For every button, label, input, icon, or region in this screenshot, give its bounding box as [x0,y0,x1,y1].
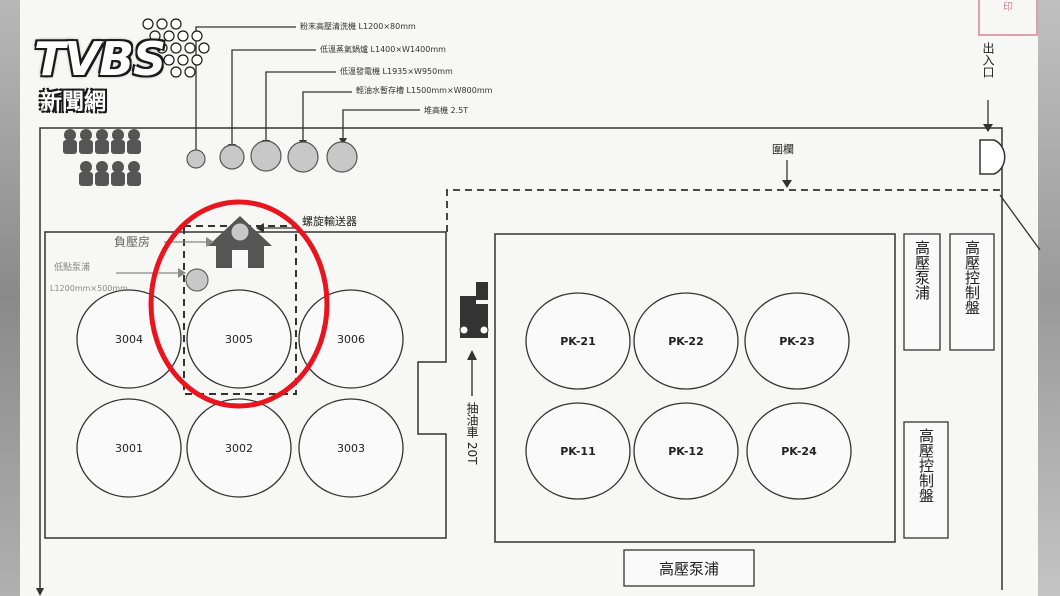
tank [76,289,182,389]
tank-label: 3001 [115,442,143,455]
equipment-unit [186,149,206,169]
equipment-label: 低溫蒸氣鍋爐 L1400×W1400mm [320,44,446,54]
worker-icon [111,129,125,154]
house-icon [208,216,272,268]
pump-dims-label: L1200mm×500mm [50,284,128,293]
worker-figures [63,129,141,186]
entrance-door [979,139,1006,175]
equipment-label: 堆高機 2.5T [424,105,468,115]
left-tank-area [44,231,447,539]
fence-label: 圍欄 [772,142,794,156]
arrow-down-icon [782,180,792,188]
tank [633,402,739,500]
tank-label: PK-24 [781,445,817,458]
worker-icon [79,161,93,186]
tank-label: PK-12 [668,445,704,458]
right-tanks [525,292,852,500]
tank-label: 3004 [115,333,143,346]
tank [525,402,631,500]
equipment-label: 低溫發電機 L1935×W950mm [340,66,453,76]
tank-label: 3002 [225,442,253,455]
stamp: 印 [978,0,1038,36]
tank-label: PK-11 [560,445,596,458]
tank-label: PK-23 [779,335,815,348]
hp-cabinet-label: 高壓控制盤 [963,240,981,315]
logo-sub-text: 新聞網 [40,90,107,115]
tank-label: 3006 [337,333,365,346]
arrow-icon [36,588,44,596]
worker-icon [111,161,125,186]
equipment-unit [287,141,319,173]
highlight-circle [148,199,330,409]
tanker-truck-icon [459,282,489,338]
worker-icon [95,161,109,186]
low-point-pump-label: 低點泵浦 [54,261,90,273]
worker-icon [79,129,93,154]
tank [633,292,739,390]
equipment-unit [326,141,358,173]
tank [76,398,182,498]
worker-icon [63,129,77,154]
negative-pressure-room-outline [183,225,297,395]
tanker-label: 抽油車 20T [465,402,479,466]
equipment-unit [219,144,245,170]
building-outline [39,127,1003,590]
worker-icon [127,161,141,186]
fence-line [446,189,1000,232]
worker-icon [127,129,141,154]
tank [744,292,850,390]
tank-label: PK-22 [668,335,704,348]
screw-conveyor-label: 螺旋輸送器 [302,214,357,228]
equipment-unit [250,140,282,172]
equipment-label: 粉末高壓清洗機 L1200×80mm [300,21,416,31]
tank [746,402,852,500]
negative-pressure-room-label: 負壓房 [114,234,150,249]
arrow-left-icon [256,223,264,233]
arrow-right-icon [206,237,214,247]
tank [298,398,404,498]
tank-label: PK-21 [560,335,596,348]
hp-cabinet-label-2: 高壓控制盤 [917,428,935,503]
tank [525,292,631,390]
worker-icon [95,129,109,154]
arrow-down-icon [983,124,993,132]
tvbs-logo: TVBS 新聞網 [28,14,218,115]
right-border [1038,0,1060,596]
hp-pump-label: 高壓泵浦 [913,240,931,301]
hp-pump-bottom-box [623,549,755,587]
equipment-labels: 粉末高壓清洗機 L1200×80mm 低溫蒸氣鍋爐 L1400×W1400mm … [300,21,493,115]
tank-label: 3003 [337,442,365,455]
hp-pump-bottom-label: 高壓泵浦 [659,560,719,578]
entrance-label: 出入口 [981,42,995,78]
tank [186,398,292,498]
hp-cabinet-box-2 [903,421,949,539]
low-point-pump [185,268,209,292]
dot-pattern-icon [142,18,210,78]
floor-plan-paper [20,0,1038,596]
equipment-label: 輕油水暫存槽 L1500mm×W800mm [356,85,493,95]
arrow-up-icon [467,350,477,360]
hp-pump-box [903,233,941,351]
equipment-units [186,140,358,173]
right-tank-area [494,233,896,543]
tank [186,289,292,389]
arrow-right-icon [178,268,186,278]
left-border [0,0,20,596]
stamp-text: 印 [1003,2,1013,13]
hp-cabinet-box [949,233,995,351]
left-tanks [76,289,404,498]
logo-main-text: TVBS [34,32,166,86]
tank-label: 3005 [225,333,253,346]
